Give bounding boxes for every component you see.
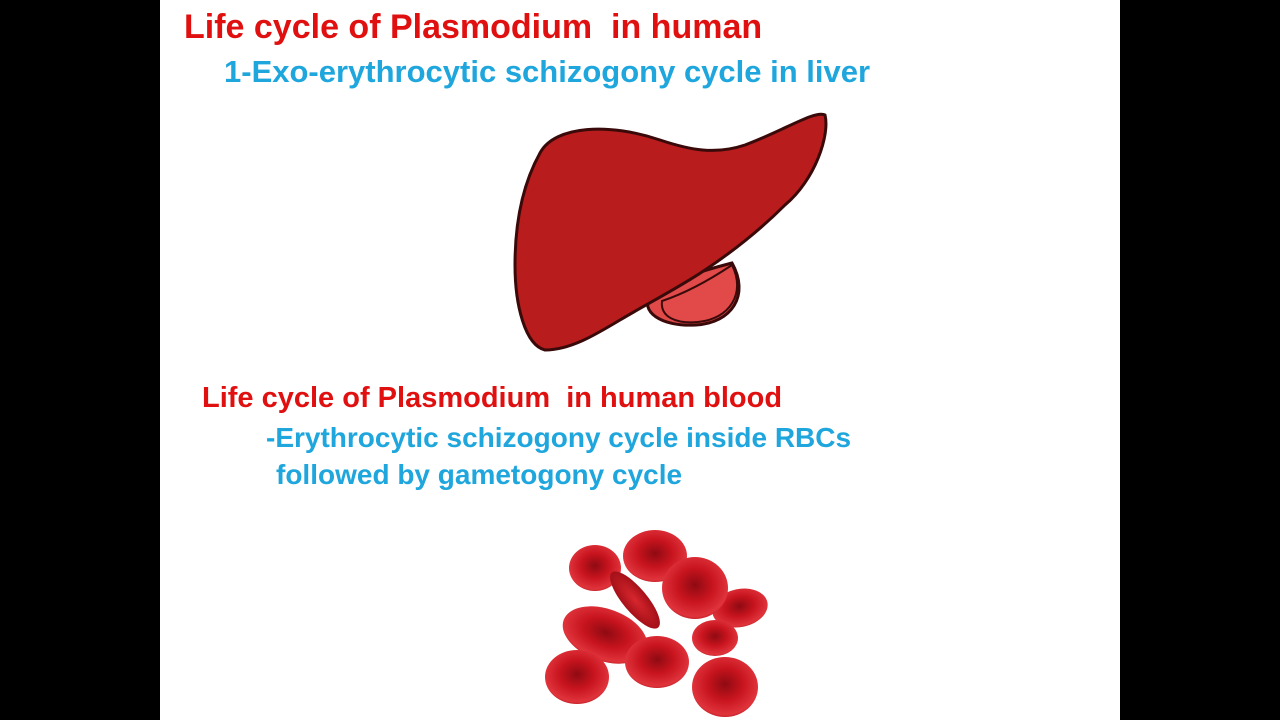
gallbladder-front <box>660 263 738 324</box>
slide: Life cycle of Plasmodium in human 1-Exo-… <box>160 0 1120 720</box>
rbc-cell <box>610 571 660 629</box>
slide-subtitle: 1-Exo-erythrocytic schizogony cycle in l… <box>224 54 871 89</box>
liver-shape <box>513 112 828 352</box>
rbc-cell <box>692 620 738 656</box>
section-line-1: -Erythrocytic schizogony cycle inside RB… <box>266 422 852 453</box>
section-line-2: followed by gametogony cycle <box>276 459 683 490</box>
section-title: Life cycle of Plasmodium in human blood <box>202 382 783 414</box>
red-blood-cells-icon <box>545 530 768 717</box>
liver-icon <box>513 112 828 352</box>
rbc-cell <box>692 657 758 717</box>
rbc-cell <box>569 545 621 591</box>
rbc-cell <box>562 606 648 664</box>
slide-title: Life cycle of Plasmodium in human <box>184 8 763 46</box>
rbc-cell <box>545 650 609 704</box>
rbc-cell <box>712 588 768 628</box>
rbc-cell <box>662 557 728 619</box>
rbc-cell <box>625 636 689 688</box>
